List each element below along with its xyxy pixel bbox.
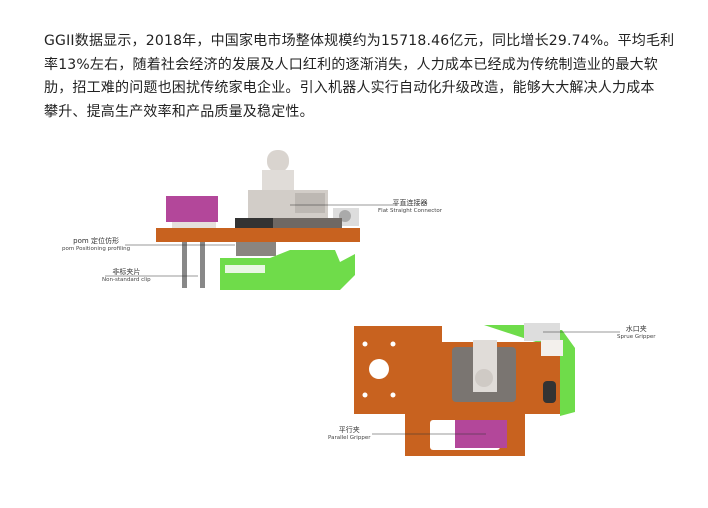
label-cn: 非标夹片 xyxy=(112,268,141,276)
intro-paragraph: GGII数据显示，2018年，中国家电市场整体规模约为15718.46亿元，同比… xyxy=(44,30,684,124)
label-en: Parallel Gripper xyxy=(328,435,371,441)
clip-label: 非标夹片 Non-standard clip xyxy=(102,268,151,284)
label-cn: 平直连接器 xyxy=(392,199,428,207)
flat-connector-label: 平直连接器 Flat Straight Connector xyxy=(378,199,442,215)
label-en: Flat Straight Connector xyxy=(378,208,443,214)
label-cn: 水口夹 xyxy=(625,325,647,333)
paragraph-line: 率13%左右，随着社会经济的发展及人口红利的逐渐消失，人力成本已经成为传统制造业… xyxy=(44,56,658,73)
paragraph-line: 肋，招工难的问题也困扰传统家电企业。引入机器人实行自动化升级改造，能够大大解决人… xyxy=(44,80,655,96)
label-cn: pom 定位仿形 xyxy=(73,237,119,245)
paragraph-line: 攀升、提高生产效率和产品质量及稳定性。 xyxy=(44,103,314,120)
sprue-gripper-label: 水口夹 Sprue Gripper xyxy=(617,325,656,341)
side-view-assembly xyxy=(156,150,360,290)
label-en: Sprue Gripper xyxy=(617,334,656,340)
parallel-gripper-label: 平行夹 Parallel Gripper xyxy=(328,426,370,442)
pom-label: pom 定位仿形 pom Positioning profiling xyxy=(62,237,130,253)
label-cn: 平行夹 xyxy=(338,426,360,434)
label-en: Non-standard clip xyxy=(102,277,151,283)
label-en: pom Positioning profiling xyxy=(62,246,131,252)
top-view-assembly xyxy=(354,323,575,456)
paragraph-line: GGII数据显示，2018年，中国家电市场整体规模约为15718.46亿元，同比… xyxy=(44,33,675,49)
